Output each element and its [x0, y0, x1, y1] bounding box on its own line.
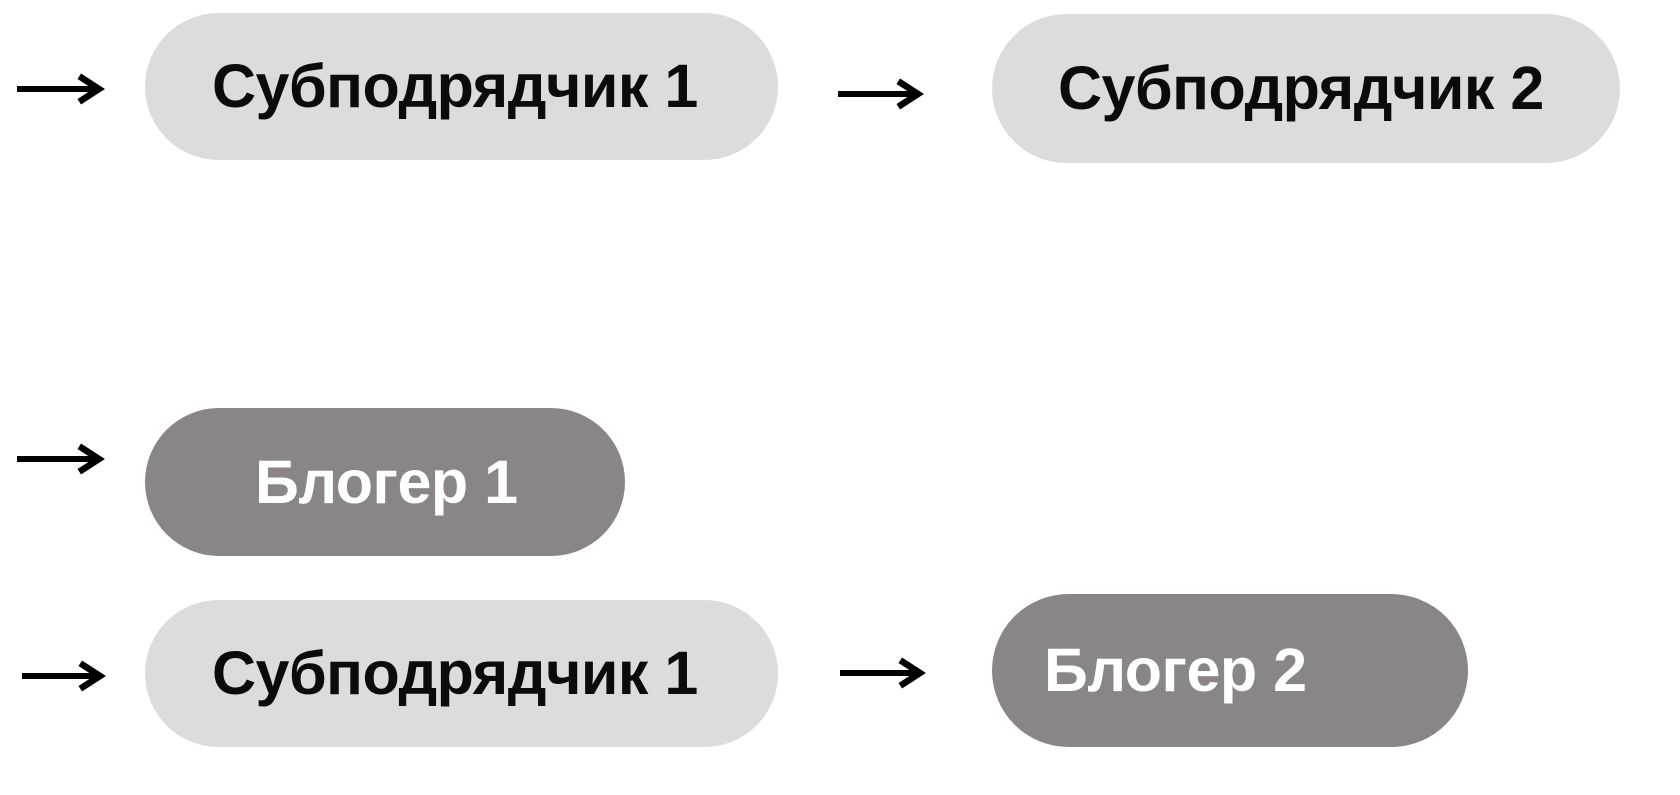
node-label: Блогер 1	[255, 447, 518, 516]
node-blogger-1[interactable]: Блогер 1	[145, 408, 625, 556]
node-label: Субподрядчик 1	[212, 639, 698, 707]
node-blogger-2[interactable]: Блогер 2	[992, 594, 1468, 747]
arrow-right-icon	[17, 443, 105, 475]
arrow-right-icon	[17, 73, 105, 105]
node-label: Субподрядчик 2	[1058, 54, 1544, 122]
node-subcontractor-1-bottom[interactable]: Субподрядчик 1	[145, 600, 778, 747]
node-label: Субподрядчик 1	[212, 52, 698, 120]
node-subcontractor-1-top[interactable]: Субподрядчик 1	[145, 13, 778, 160]
node-label: Блогер 2	[1044, 636, 1307, 704]
arrow-right-icon	[840, 657, 926, 689]
arrow-right-icon	[838, 78, 924, 110]
node-subcontractor-2[interactable]: Субподрядчик 2	[992, 14, 1620, 163]
arrow-right-icon	[22, 660, 106, 692]
